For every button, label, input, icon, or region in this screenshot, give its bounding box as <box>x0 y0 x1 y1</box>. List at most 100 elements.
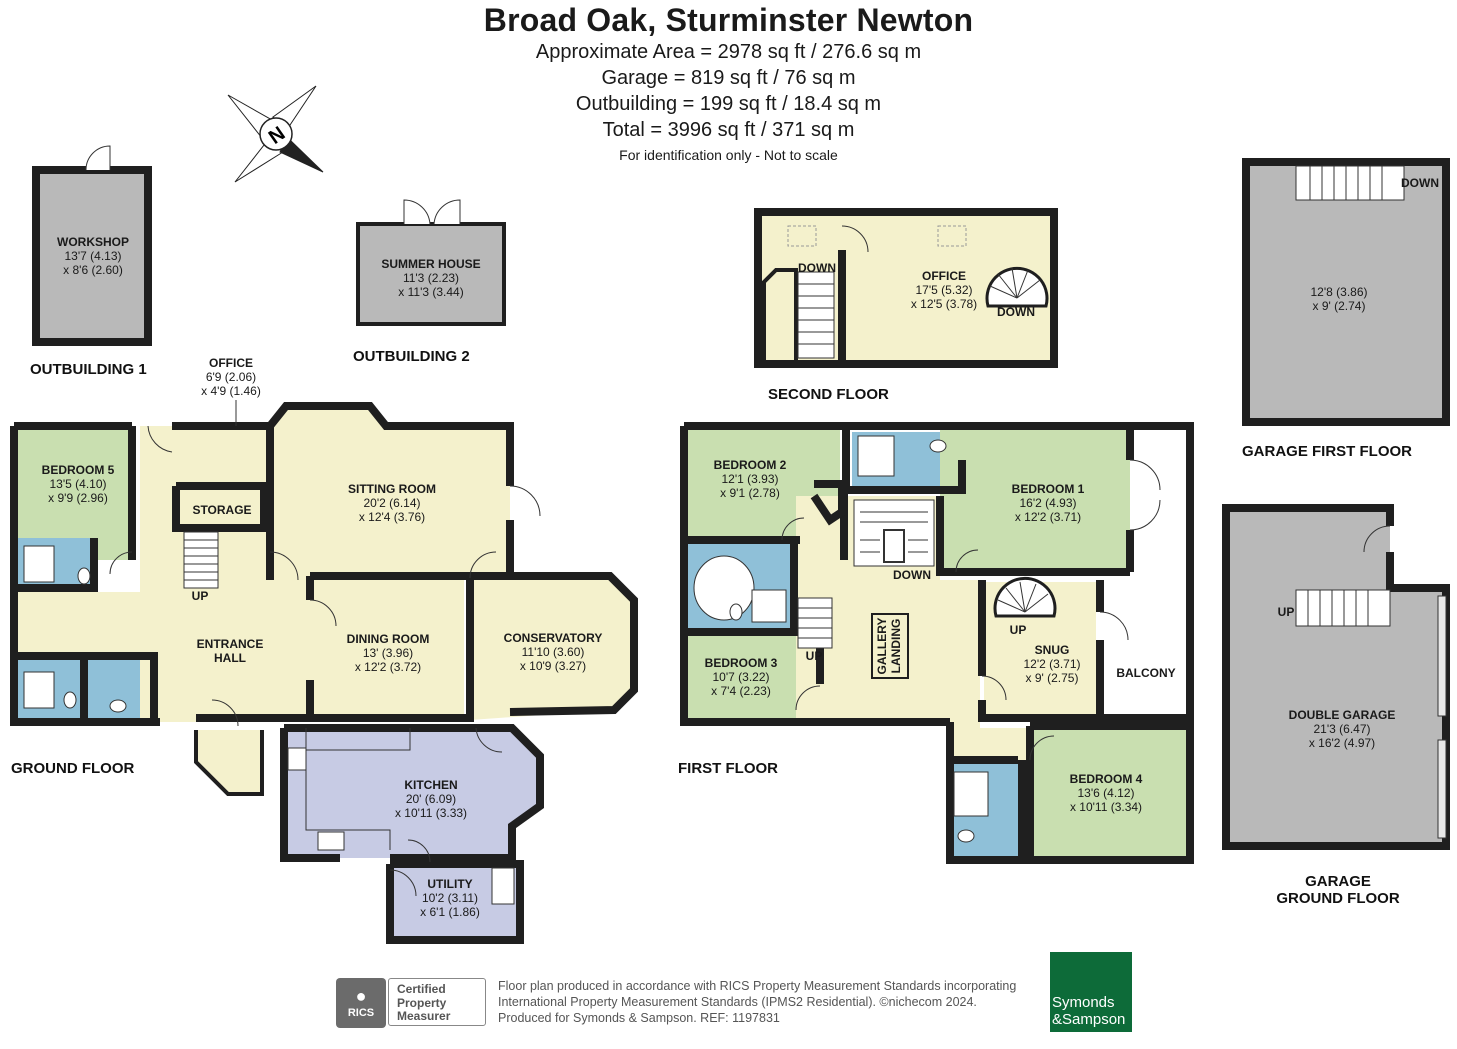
bedroom-5-floor <box>14 426 132 560</box>
bedroom-2-dim-1: 12'1 (3.93) <box>722 472 779 486</box>
office-second-dim-1: 17'5 (5.32) <box>916 283 973 297</box>
office-ground-dim-2: x 4'9 (1.46) <box>201 384 261 398</box>
workshop-floor <box>36 170 148 342</box>
brand-line-1: Symonds <box>1052 994 1115 1011</box>
spiral-stair-up-icon <box>993 576 1057 618</box>
utility-name: UTILITY <box>427 877 472 891</box>
outbuilding-1: WORKSHOP 13'7 (4.13) x 8'6 (2.60) OUTBUI… <box>30 145 152 378</box>
storage-name: STORAGE <box>192 503 251 517</box>
ground-floor: UP OFFICE 6'9 (2.06) x 4'9 (1.46) BEDROO… <box>10 356 638 944</box>
bedroom-5-dim-1: 13'5 (4.10) <box>50 477 107 491</box>
bedroom-4-dim-2: x 10'11 (3.34) <box>1070 800 1142 814</box>
bedroom-5-name: BEDROOM 5 <box>42 463 115 477</box>
garage-stairs-up <box>1295 589 1391 627</box>
sitting-room-dim-2: x 12'4 (3.76) <box>359 510 425 524</box>
entrance-hall-name-1: ENTRANCE <box>197 637 264 651</box>
double-garage-dim-2: x 16'2 (4.97) <box>1309 736 1375 750</box>
summer-house-floor <box>358 224 504 324</box>
office-second-name: OFFICE <box>922 269 966 283</box>
compass-icon: N <box>227 85 324 183</box>
conservatory-floor <box>470 578 634 720</box>
garage-ground-label-2: GROUND FLOOR <box>1276 890 1399 907</box>
first-stairs-down-label: DOWN <box>893 568 931 582</box>
rics-badge: ● RICS Certified Property Measurer <box>336 978 488 1028</box>
first-stairs-up-label: UP <box>806 649 823 663</box>
footer-line-1: Floor plan produced in accordance with R… <box>498 979 1017 993</box>
summer-house-dim-2: x 11'3 (3.44) <box>398 285 463 299</box>
bedroom-5-dim-2: x 9'9 (2.96) <box>48 491 108 505</box>
garage-first-floor: DOWN 12'8 (3.86) x 9' (2.74) GARAGE FIRS… <box>1242 158 1450 460</box>
dining-room-dim-1: 13' (3.96) <box>363 646 413 660</box>
bedroom-4-name: BEDROOM 4 <box>1070 772 1143 786</box>
office-ground-name: OFFICE <box>209 356 253 370</box>
rics-cert-line-3: Measurer <box>397 1009 451 1023</box>
second-floor-stairs <box>797 271 835 359</box>
conservatory-name: CONSERVATORY <box>504 631 603 645</box>
spiral-up-label: UP <box>1010 623 1027 637</box>
rics-cert-line-1: Certified <box>397 982 446 996</box>
storage-floor <box>176 486 264 524</box>
utility-dim-2: x 6'1 (1.86) <box>420 905 480 919</box>
second-stairs-down-label: DOWN <box>798 261 836 275</box>
ground-floor-label: GROUND FLOOR <box>11 760 134 777</box>
page-title: Broad Oak, Sturminster Newton <box>483 2 974 38</box>
gallery-landing-name-1: GALLERY <box>875 618 889 675</box>
rics-logo-text: RICS <box>347 1007 375 1019</box>
workshop-dim-1: 13'7 (4.13) <box>65 249 122 263</box>
area-approximate: Approximate Area = 2978 sq ft / 276.6 sq… <box>535 41 922 63</box>
hob-icon <box>287 747 307 771</box>
outbuilding-2-label: OUTBUILDING 2 <box>353 348 470 365</box>
footer-line-3: Produced for Symonds & Sampson. REF: 119… <box>498 1011 780 1025</box>
office-second-dim-2: x 12'5 (3.78) <box>911 297 977 311</box>
workshop-name: WORKSHOP <box>57 235 129 249</box>
area-total: Total = 3996 sq ft / 371 sq m <box>602 119 855 141</box>
sink-icon <box>317 831 345 851</box>
sitting-room-name: SITTING ROOM <box>348 482 436 496</box>
ground-stairs-up: UP <box>183 531 219 603</box>
spiral-stair-down-icon <box>985 266 1049 308</box>
bedroom-4-dim-1: 13'6 (4.12) <box>1078 786 1135 800</box>
bedroom-4-floor <box>1030 730 1186 856</box>
summer-house-name: SUMMER HOUSE <box>381 257 480 271</box>
summer-house-dim-1: 11'3 (2.23) <box>403 271 459 285</box>
garage-ground-label-1: GARAGE <box>1305 873 1371 890</box>
kitchen-dim-1: 20' (6.09) <box>406 792 456 806</box>
outbuilding-1-label: OUTBUILDING 1 <box>30 361 147 378</box>
snug-dim-2: x 9' (2.75) <box>1026 671 1079 685</box>
symonds-sampson-logo: Symonds &Sampson <box>1050 952 1132 1032</box>
footer-line-2: International Property Measurement Stand… <box>498 995 977 1009</box>
toilet-icon <box>929 439 947 453</box>
sitting-room-floor <box>270 406 510 576</box>
gallery-landing-name-2: LANDING <box>889 619 903 674</box>
conservatory-dim-2: x 10'9 (3.27) <box>520 659 586 673</box>
footer-text: Floor plan produced in accordance with R… <box>498 978 1058 1026</box>
garage-first-floor-area <box>1246 162 1446 422</box>
garage-door-2 <box>1437 739 1447 839</box>
first-floor-label: FIRST FLOOR <box>678 760 778 777</box>
garage-first-dim-2: x 9' (2.74) <box>1313 299 1366 313</box>
kitchen-floor <box>284 728 540 858</box>
bedroom-3-dim-2: x 7'4 (2.23) <box>711 684 771 698</box>
rics-cert-line-2: Property <box>397 995 447 1010</box>
office-ground-dim-1: 6'9 (2.06) <box>206 370 256 384</box>
appliance-icon <box>491 867 515 905</box>
toilet-icon <box>63 691 77 709</box>
snug-dim-1: 12'2 (3.71) <box>1024 657 1081 671</box>
disclaimer: For identification only - Not to scale <box>619 147 838 163</box>
dining-room-floor <box>310 578 464 718</box>
spiral-down-label: DOWN <box>997 305 1035 319</box>
rics-certified-measurer: Certified Property Measurer <box>388 978 486 1026</box>
balcony-name: BALCONY <box>1116 666 1175 680</box>
garage-ground-floor: UP DOUBLE GARAGE 21'3 (6.47) x 16'2 (4.9… <box>1222 504 1450 907</box>
first-floor: DOWN UP UP GALLERY LANDING <box>678 422 1194 864</box>
bedroom-1-dim-2: x 12'2 (3.71) <box>1015 510 1081 524</box>
utility-dim-1: 10'2 (3.11) <box>422 891 478 905</box>
second-floor-label: SECOND FLOOR <box>768 386 889 403</box>
bedroom-3-name: BEDROOM 3 <box>705 656 778 670</box>
workshop-dim-2: x 8'6 (2.60) <box>63 263 123 277</box>
brand-line-2: &Sampson <box>1052 1011 1126 1028</box>
bedroom-3-dim-1: 10'7 (3.22) <box>713 670 770 684</box>
garage-stairs-up-label: UP <box>1278 605 1295 619</box>
shower-tray-icon <box>23 545 55 583</box>
bedroom-1-floor <box>940 430 1130 572</box>
